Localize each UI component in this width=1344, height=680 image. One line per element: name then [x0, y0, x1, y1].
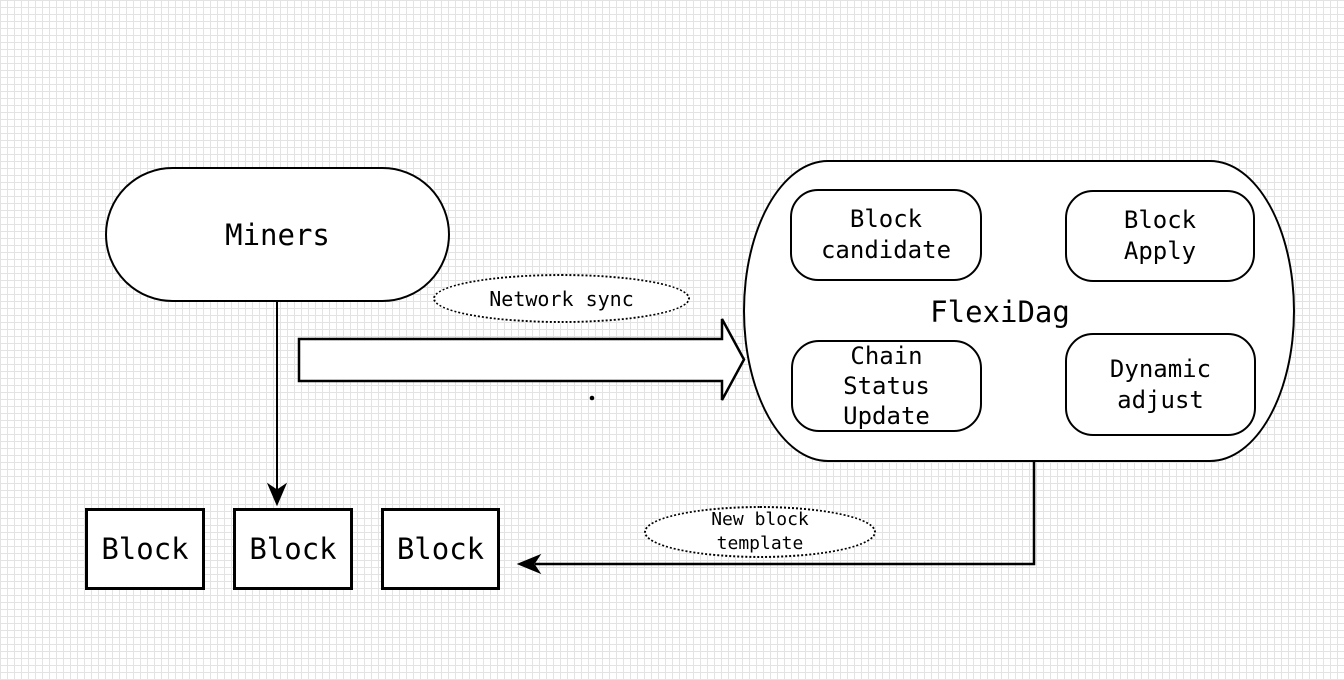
- block-candidate-line2: candidate: [820, 236, 952, 264]
- new-block-template-label: New block template: [644, 506, 876, 558]
- block-node-1: Block: [85, 508, 205, 590]
- block-node-2: Block: [233, 508, 353, 590]
- new-block-template-line2: template: [716, 533, 804, 554]
- chain-status-line1: Chain: [850, 342, 923, 370]
- miners-to-block-arrow: [266, 302, 288, 507]
- network-sync-label: Network sync: [433, 274, 690, 323]
- new-block-template-line1: New block: [711, 509, 809, 530]
- chain-status-update-node: Chain Status Update: [791, 340, 982, 432]
- dynamic-adjust-line2: adjust: [1117, 385, 1204, 414]
- block-node-3: Block: [381, 508, 500, 590]
- miners-node: Miners: [105, 167, 450, 302]
- block-apply-line1: Block: [1123, 206, 1197, 234]
- miners-label: Miners: [225, 217, 330, 252]
- block-apply-node: Block Apply: [1065, 190, 1255, 282]
- stray-dot-mark: [589, 395, 595, 401]
- block-apply-line2: Apply: [1123, 237, 1197, 265]
- network-sync-block-arrow: [297, 318, 746, 401]
- chain-status-line2: Status: [843, 372, 930, 400]
- block-1-label: Block: [101, 532, 189, 566]
- network-sync-text: Network sync: [489, 286, 634, 311]
- chain-status-line3: Update: [843, 402, 930, 430]
- flexidag-title: FlexiDag: [930, 295, 1070, 329]
- dynamic-adjust-line1: Dynamic: [1109, 354, 1212, 383]
- block-candidate-line1: Block: [849, 205, 923, 233]
- block-3-label: Block: [396, 532, 485, 566]
- block-2-label: Block: [249, 532, 337, 566]
- block-candidate-node: Block candidate: [790, 189, 982, 281]
- dynamic-adjust-node: Dynamic adjust: [1065, 333, 1256, 436]
